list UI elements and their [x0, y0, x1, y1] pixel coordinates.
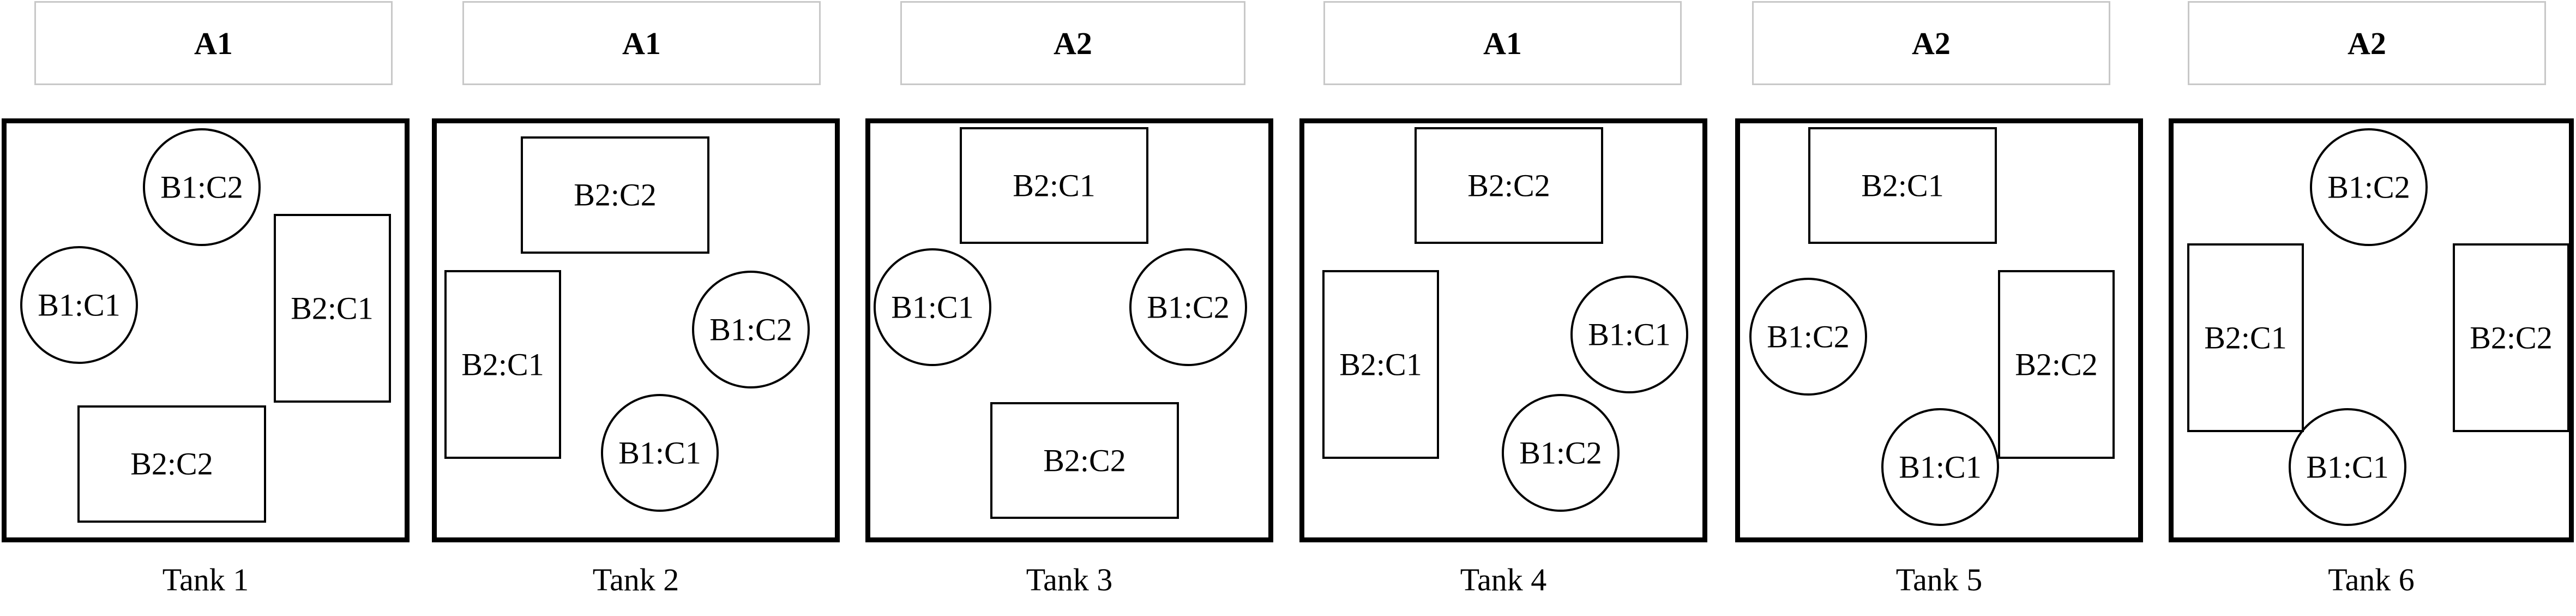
tank-6-item-3: B2:C2	[2453, 243, 2569, 432]
tank-4-item-2: B2:C1	[1322, 270, 1439, 459]
tank-6: B1:C2 B2:C1 B2:C2 B1:C1	[2169, 118, 2574, 542]
tank-2-item-1-label: B2:C2	[574, 177, 657, 213]
tank-4-item-4-label: B1:C2	[1519, 435, 1602, 471]
tank-1-header: A1	[34, 1, 393, 85]
tank-4: B2:C2 B2:C1 B1:C1 B1:C2	[1299, 118, 1707, 542]
tank-3-item-1: B2:C1	[960, 127, 1148, 244]
tank-4-item-4: B1:C2	[1502, 394, 1620, 512]
tank-1-item-4: B2:C2	[77, 405, 266, 523]
tank-3-item-1-label: B2:C1	[1013, 168, 1096, 204]
tank-4-item-2-label: B2:C1	[1339, 347, 1422, 382]
tank-5: B2:C1 B1:C2 B2:C2 B1:C1	[1735, 118, 2143, 542]
tank-3: B2:C1 B1:C1 B1:C2 B2:C2	[865, 118, 1273, 542]
tank-5-item-3: B2:C2	[1998, 270, 2115, 459]
tank-3-item-2-label: B1:C1	[891, 290, 974, 325]
tank-5-diagram: B2:C1 B1:C2 B2:C2 B1:C1	[1749, 127, 2115, 526]
tank-3-label: Tank 3	[1026, 562, 1113, 597]
tank-1-item-3: B2:C1	[274, 214, 391, 403]
tank-3-item-3: B1:C2	[1129, 248, 1247, 366]
tank-5-item-4: B1:C1	[1881, 408, 1999, 526]
tank-5-item-3-label: B2:C2	[2015, 347, 2098, 382]
tank-4-diagram: B2:C2 B2:C1 B1:C1 B1:C2	[1322, 127, 1688, 512]
tank-4-item-1-label: B2:C2	[1467, 168, 1550, 204]
tank-5-header: A2	[1752, 1, 2110, 85]
tank-2-item-2: B2:C1	[444, 270, 561, 459]
tank-1-item-2-label: B1:C1	[38, 288, 121, 323]
tank-4-header: A1	[1323, 1, 1682, 85]
tank-1-diagram: B1:C2 B1:C1 B2:C1 B2:C2	[20, 128, 391, 523]
tank-5-item-1: B2:C1	[1808, 127, 1997, 244]
tank-1-label: Tank 1	[162, 562, 249, 597]
tank-2-label: Tank 2	[592, 562, 679, 597]
tank-5-item-2-label: B1:C2	[1767, 319, 1850, 355]
tank-2: B2:C2 B2:C1 B1:C2 B1:C1	[432, 118, 840, 542]
tank-6-diagram: B1:C2 B2:C1 B2:C2 B1:C1	[2187, 128, 2569, 526]
tank-6-item-4: B1:C1	[2289, 408, 2406, 526]
tank-5-item-2: B1:C2	[1749, 278, 1867, 396]
tank-1: B1:C2 B1:C1 B2:C1 B2:C2	[2, 118, 410, 542]
tank-1-item-1-label: B1:C2	[160, 170, 243, 205]
tank-2-diagram: B2:C2 B2:C1 B1:C2 B1:C1	[444, 136, 810, 512]
tank-1-item-1: B1:C2	[143, 128, 261, 246]
tank-4-item-3-label: B1:C1	[1588, 317, 1671, 352]
tank-4-label: Tank 4	[1460, 562, 1547, 597]
tank-2-item-4: B1:C1	[601, 394, 719, 512]
tank-2-item-4-label: B1:C1	[618, 435, 701, 471]
tank-2-item-1: B2:C2	[521, 136, 709, 254]
tank-6-item-1: B1:C2	[2310, 128, 2428, 246]
tank-4-item-1: B2:C2	[1415, 127, 1603, 244]
tank-2-item-3: B1:C2	[692, 271, 810, 388]
tank-5-item-1-label: B2:C1	[1861, 168, 1944, 204]
tank-6-header: A2	[2188, 1, 2546, 85]
tank-3-item-2: B1:C1	[874, 248, 991, 366]
tank-6-label: Tank 6	[2328, 562, 2415, 597]
tank-5-item-4-label: B1:C1	[1899, 450, 1982, 485]
tank-6-item-2-label: B2:C1	[2204, 320, 2287, 356]
tank-1-item-3-label: B2:C1	[291, 291, 374, 326]
tank-3-item-4: B2:C2	[990, 402, 1179, 519]
tank-1-item-2: B1:C1	[20, 246, 138, 364]
tank-4-item-3: B1:C1	[1570, 276, 1688, 393]
tank-6-item-3-label: B2:C2	[2470, 320, 2553, 356]
tank-3-diagram: B2:C1 B1:C1 B1:C2 B2:C2	[874, 127, 1247, 519]
tank-2-item-3-label: B1:C2	[709, 312, 792, 348]
tank-2-header: A1	[462, 1, 821, 85]
tank-3-header: A2	[900, 1, 1245, 85]
tank-6-item-2: B2:C1	[2187, 243, 2304, 432]
tank-6-item-1-label: B1:C2	[2327, 170, 2410, 205]
tank-3-item-3-label: B1:C2	[1147, 290, 1230, 325]
tank-3-item-4-label: B2:C2	[1043, 443, 1126, 479]
tank-2-item-2-label: B2:C1	[461, 347, 544, 382]
tank-5-label: Tank 5	[1895, 562, 1983, 597]
tank-6-item-4-label: B1:C1	[2306, 450, 2389, 485]
tank-1-item-4-label: B2:C2	[130, 446, 213, 482]
